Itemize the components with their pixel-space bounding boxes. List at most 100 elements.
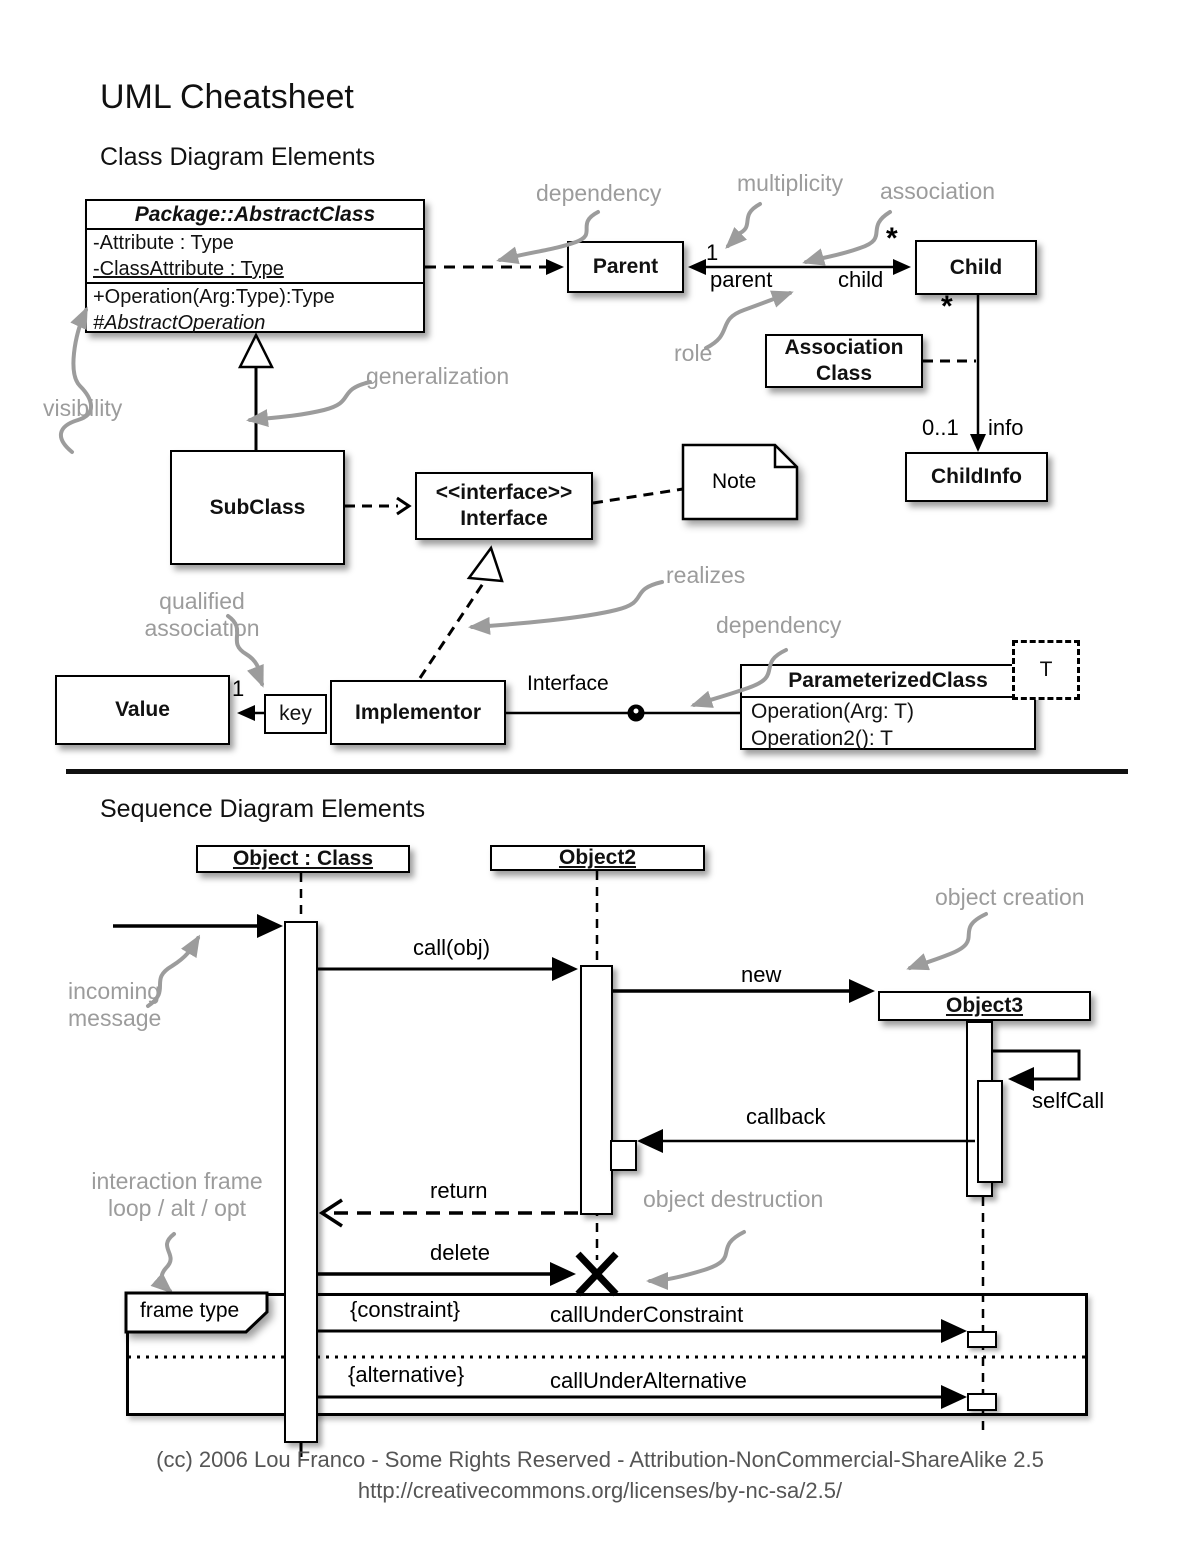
class-box-child: Child — [915, 240, 1037, 295]
qualified-association-arrow — [237, 705, 264, 721]
call-under-alternative-arrow — [318, 1385, 967, 1409]
annotation-incoming-line1: incoming — [68, 978, 161, 1004]
realizes-arrow — [418, 545, 504, 679]
return-arrow — [318, 1198, 578, 1228]
lifeline-header-object3: Object3 — [878, 991, 1091, 1021]
incoming-message-arrow — [113, 914, 283, 938]
qualifier-box-key: key — [264, 694, 327, 734]
call-under-constraint-arrow — [318, 1319, 967, 1343]
multiplicity-star-child: * — [941, 290, 953, 323]
squiggle-interaction-frame — [150, 1232, 176, 1294]
annotation-incoming-line2: message — [68, 1005, 162, 1031]
squiggle-visibility — [59, 306, 93, 454]
activation-bar-object1 — [284, 921, 318, 1443]
annotation-multiplicity: multiplicity — [737, 170, 844, 196]
message-delete: delete — [430, 1240, 490, 1265]
activation-box-constraint — [967, 1331, 997, 1348]
message-selfcall: selfCall — [1032, 1088, 1105, 1113]
message-callback: callback — [746, 1104, 826, 1129]
squiggle-dependency-bottom — [690, 648, 788, 708]
role-parent: parent — [710, 267, 773, 292]
activation-box-alternative — [967, 1393, 997, 1411]
dependency-arrow-subclass-interface — [345, 496, 412, 516]
message-call: call(obj) — [413, 935, 491, 960]
activation-bar-object3-nested — [977, 1080, 1003, 1183]
annotation-generalization: generalization — [366, 363, 510, 389]
abstract-op2: #AbstractOperation — [93, 312, 266, 334]
squiggle-realizes — [468, 580, 664, 635]
destruction-x-icon — [575, 1251, 619, 1297]
annotation-interaction-frame: interaction frame loop / alt / opt — [72, 1168, 282, 1222]
message-call-under-alternative: callUnderAlternative — [550, 1368, 747, 1393]
class-box-parameterized: ParameterizedClass Operation(Arg: T) Ope… — [740, 664, 1036, 750]
message-return: return — [430, 1178, 488, 1203]
note-label: Note — [712, 470, 757, 493]
generalization-arrow — [237, 332, 275, 450]
section-divider — [66, 769, 1128, 774]
annotation-object-creation: object creation — [935, 884, 1085, 910]
class-box-abstract: Package::AbstractClass -Attribute : Type… — [85, 199, 425, 334]
interface-role-label: Interface — [527, 672, 609, 695]
message-call-under-constraint: callUnderConstraint — [550, 1302, 744, 1327]
abstract-attr2: -ClassAttribute : Type — [93, 258, 284, 280]
interface-stereotype: <<interface>> — [435, 481, 573, 504]
annotation-qualified-association: qualified association — [120, 588, 284, 642]
message-alternative: {alternative} — [348, 1362, 465, 1387]
association-line-child-childinfo — [970, 295, 986, 452]
abstract-class-title: Package::AbstractClass — [87, 201, 423, 230]
type-parameter-box: T — [1012, 640, 1080, 700]
callback-arrow — [637, 1129, 975, 1153]
call-arrow — [318, 957, 578, 981]
class-box-childinfo: ChildInfo — [905, 452, 1048, 502]
squiggle-object-creation — [906, 912, 988, 971]
squiggle-dependency-top — [496, 210, 600, 265]
squiggle-multiplicity — [725, 202, 762, 249]
page-title: UML Cheatsheet — [100, 78, 354, 116]
annotation-dependency-top: dependency — [536, 180, 662, 206]
class-box-interface: <<interface>> Interface — [415, 472, 593, 540]
footer-license: (cc) 2006 Lou Franco - Some Rights Reser… — [156, 1447, 1044, 1472]
squiggle-generalization — [246, 380, 372, 427]
class-box-association-class: Association Class — [765, 334, 923, 388]
multiplicity-star: * — [886, 222, 898, 255]
parameterized-op1: Operation(Arg: T) — [751, 700, 915, 723]
activation-bar-callback-target — [610, 1140, 637, 1171]
lifeline-header-object2: Object2 — [490, 845, 705, 871]
message-new: new — [741, 962, 782, 987]
annotation-visibility: visibility — [43, 395, 123, 421]
abstract-attr1: -Attribute : Type — [93, 232, 234, 254]
annotation-qualified-line2: association — [144, 615, 260, 641]
squiggle-qualified — [226, 614, 264, 688]
interface-ball-link — [506, 704, 740, 722]
activation-bar-object2 — [580, 965, 613, 1215]
role-child: child — [838, 267, 884, 292]
multiplicity-zero-one: 0..1 — [922, 415, 959, 440]
abstract-op1: +Operation(Arg:Type):Type — [87, 282, 423, 310]
annotation-object-destruction: object destruction — [643, 1186, 824, 1212]
association-line-parent-child — [688, 259, 911, 275]
multiplicity-one-value: 1 — [232, 676, 245, 701]
annotation-dependency-bottom: dependency — [716, 612, 842, 638]
class-box-parent: Parent — [567, 241, 684, 293]
squiggle-incoming — [146, 934, 201, 1008]
footer-url: http://creativecommons.org/licenses/by-n… — [357, 1478, 843, 1503]
class-box-implementor: Implementor — [330, 680, 506, 745]
class-box-value: Value — [55, 675, 230, 745]
annotation-role: role — [674, 340, 713, 366]
frame-type-label: frame type — [140, 1299, 240, 1322]
new-arrow — [613, 979, 875, 1003]
parameterized-op2: Operation2(): T — [751, 727, 894, 750]
squiggle-object-destruction — [646, 1230, 746, 1290]
annotation-frame-line2: loop / alt / opt — [107, 1195, 247, 1221]
interaction-frame — [126, 1293, 1088, 1416]
squiggle-association — [802, 210, 892, 266]
multiplicity-one: 1 — [706, 240, 719, 265]
role-info: info — [988, 415, 1024, 440]
dependency-arrow-abstract-parent — [425, 259, 564, 275]
note-shape — [681, 443, 799, 521]
annotation-frame-line1: interaction frame — [91, 1168, 263, 1194]
note-link — [592, 487, 684, 505]
section-title-sequence-diagram: Sequence Diagram Elements — [100, 795, 426, 823]
section-title-class-diagram: Class Diagram Elements — [100, 143, 376, 171]
